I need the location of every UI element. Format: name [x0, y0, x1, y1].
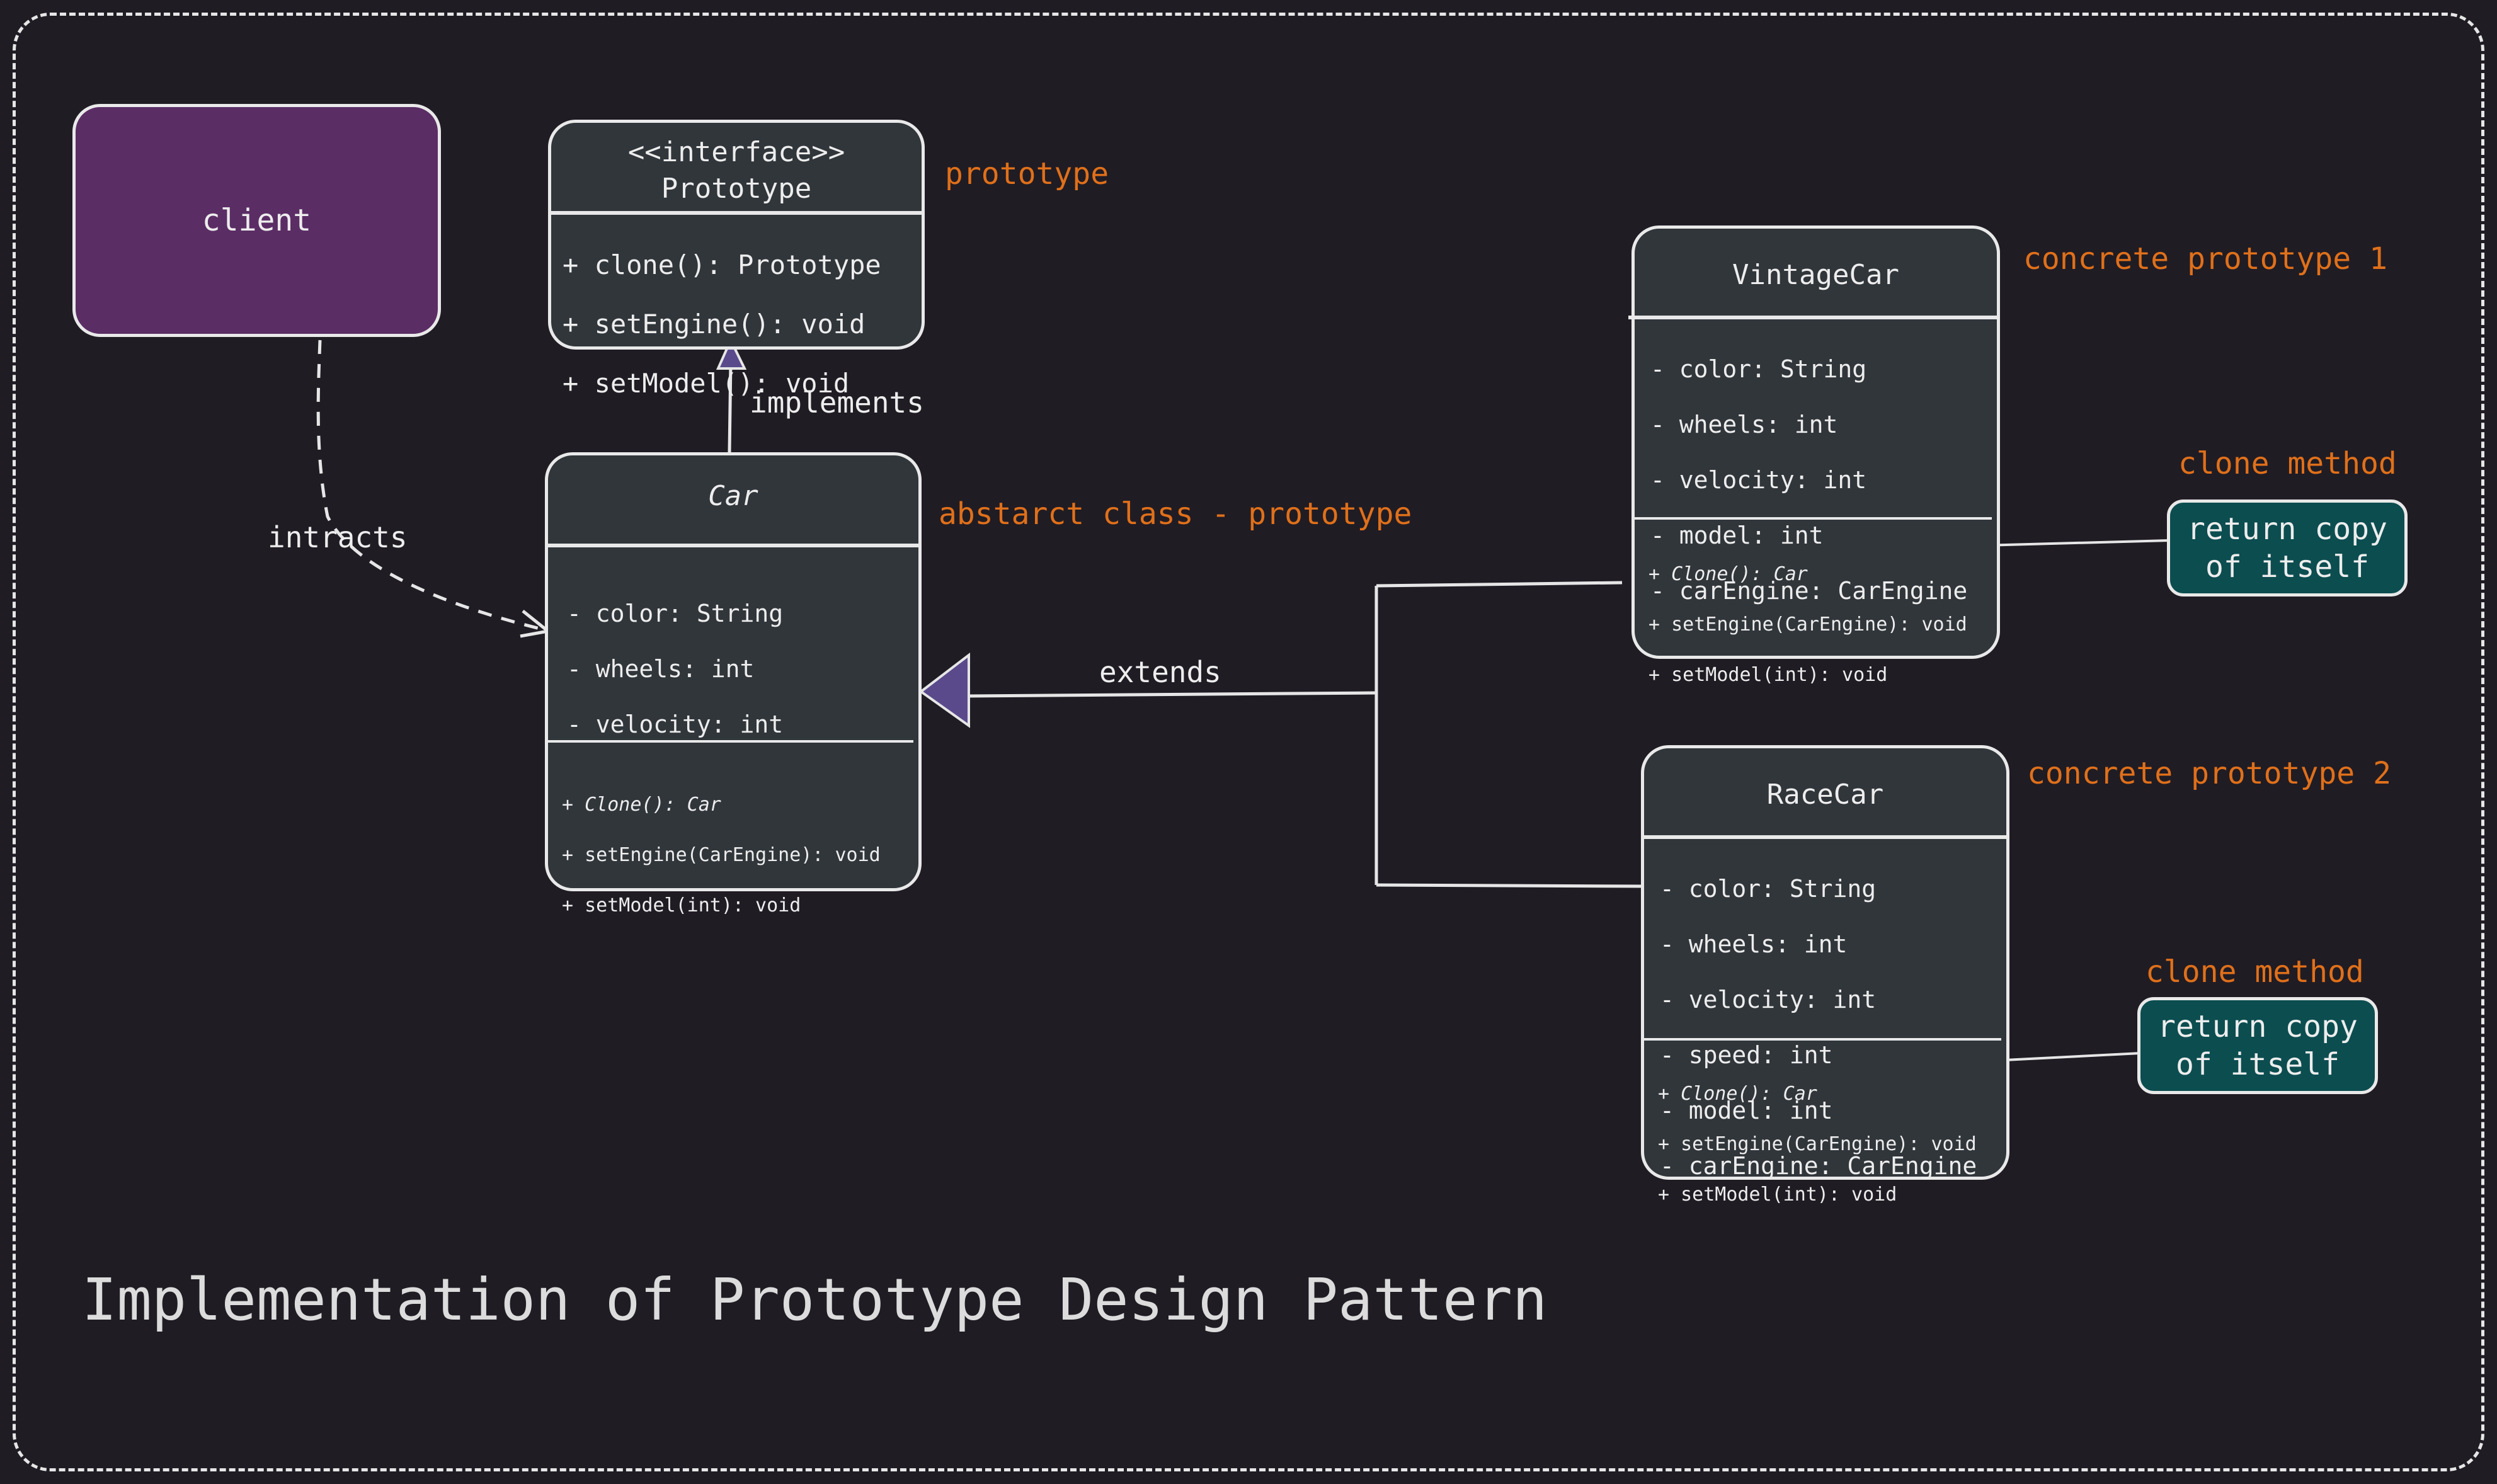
interface-methods: + clone(): Prototype + setEngine(): void… — [563, 224, 881, 425]
clone-note-line: of itself — [2175, 1047, 2340, 1082]
race-attribute: - velocity: int — [1660, 986, 1877, 1013]
vintage-attribute: - color: String — [1650, 355, 1867, 383]
race-annotation: concrete prototype 2 — [2027, 756, 2391, 791]
intracts-label: intracts — [268, 520, 408, 554]
vintage-extends-line — [1376, 581, 1623, 588]
vintage-attribute: - velocity: int — [1650, 466, 1867, 494]
vintage-attribute: - wheels: int — [1650, 411, 1838, 438]
car-attribute-divider — [548, 740, 913, 743]
implements-arrowhead — [716, 337, 747, 370]
car-method: + setModel(int): void — [562, 894, 801, 916]
race-class-name: RaceCar — [1766, 779, 1884, 811]
client-label: client — [202, 203, 312, 238]
car-attributes: - color: String - wheels: int - velocity… — [567, 574, 783, 764]
race-method: + Clone(): Car — [1658, 1083, 1817, 1105]
race-attribute-divider — [1644, 1038, 2001, 1041]
race-attribute: - speed: int — [1660, 1041, 1833, 1069]
race-header-divider — [1641, 835, 2009, 839]
vintage-annotation: concrete prototype 1 — [2023, 241, 2387, 277]
vintage-class-name: VintageCar — [1732, 259, 1899, 291]
interface-divider — [548, 211, 925, 215]
extends-connector — [968, 691, 1377, 698]
vintage-method: + setEngine(CarEngine): void — [1648, 614, 1967, 636]
interface-annotation: prototype — [945, 156, 1109, 191]
clone-note-line: of itself — [2205, 549, 2370, 585]
race-attribute: - color: String — [1660, 875, 1877, 903]
car-class-name: Car — [708, 480, 758, 512]
vintage-car-class: VintageCar - color: String - wheels: int… — [1628, 225, 2000, 686]
interface-method: + clone(): Prototype — [563, 249, 881, 280]
race-method: + setEngine(CarEngine): void — [1658, 1133, 1977, 1155]
race-attribute: - carEngine: CarEngine — [1660, 1152, 1977, 1180]
race-method: + setModel(int): void — [1658, 1184, 1897, 1206]
car-class: Car - color: String - wheels: int - velo… — [545, 452, 922, 916]
implements-label: implements — [750, 385, 924, 420]
race-attributes: - color: String - wheels: int - velocity… — [1660, 849, 1977, 1206]
clone-note: return copy of itself — [2137, 997, 2378, 1094]
race-attribute: - model: int — [1660, 1097, 1833, 1124]
diagram-frame — [13, 13, 2484, 1471]
extends-arrowhead — [918, 652, 970, 728]
car-methods: + Clone(): Car + setEngine(CarEngine): v… — [562, 768, 881, 943]
interface-name: Prototype — [661, 173, 812, 205]
race-attribute: - wheels: int — [1660, 930, 1848, 958]
car-header-divider — [545, 544, 922, 547]
clone-note-heading: clone method — [2146, 954, 2364, 990]
vintage-method: + Clone(): Car — [1648, 563, 1808, 585]
prototype-interface: <<interface>> Prototype + clone(): Proto… — [548, 120, 925, 399]
interface-method: + setEngine(): void — [563, 309, 866, 340]
intracts-connector — [316, 340, 546, 632]
interface-method: + setModel(): void — [563, 368, 850, 399]
clone-note-heading: clone method — [2178, 446, 2397, 481]
car-attribute: - wheels: int — [567, 655, 755, 683]
interface-stereotype: <<interface>> — [627, 136, 845, 168]
race-car-class: RaceCar - color: String - wheels: int - … — [1641, 745, 2009, 1206]
race-methods: + Clone(): Car + setEngine(CarEngine): v… — [1658, 1057, 1977, 1232]
car-attribute: - velocity: int — [567, 711, 784, 738]
vintage-attribute: - model: int — [1650, 522, 1824, 549]
clone-note-line: return copy — [2187, 511, 2387, 547]
car-method: + setEngine(CarEngine): void — [562, 844, 881, 866]
client-node: client — [72, 104, 441, 337]
clone-note: return copy of itself — [2167, 499, 2408, 596]
car-annotation: abstarct class - prototype — [939, 496, 1412, 532]
vintage-attribute: - carEngine: CarEngine — [1650, 577, 1968, 605]
car-attribute: - color: String — [567, 600, 784, 627]
car-method: + Clone(): Car — [562, 794, 721, 816]
extends-label: extends — [1099, 655, 1221, 689]
race-extends-line — [1376, 883, 1642, 888]
clone-note-line: return copy — [2157, 1009, 2358, 1044]
vintage-methods: + Clone(): Car + setEngine(CarEngine): v… — [1648, 537, 1967, 712]
vintage-attributes: - color: String - wheels: int - velocity… — [1650, 329, 1967, 631]
vintage-method: + setModel(int): void — [1648, 664, 1888, 686]
vintage-header-divider — [1628, 316, 2000, 319]
vintage-attribute-divider — [1635, 517, 1992, 520]
diagram-title: Implementation of Prototype Design Patte… — [82, 1266, 1548, 1333]
implements-connector — [728, 362, 733, 453]
